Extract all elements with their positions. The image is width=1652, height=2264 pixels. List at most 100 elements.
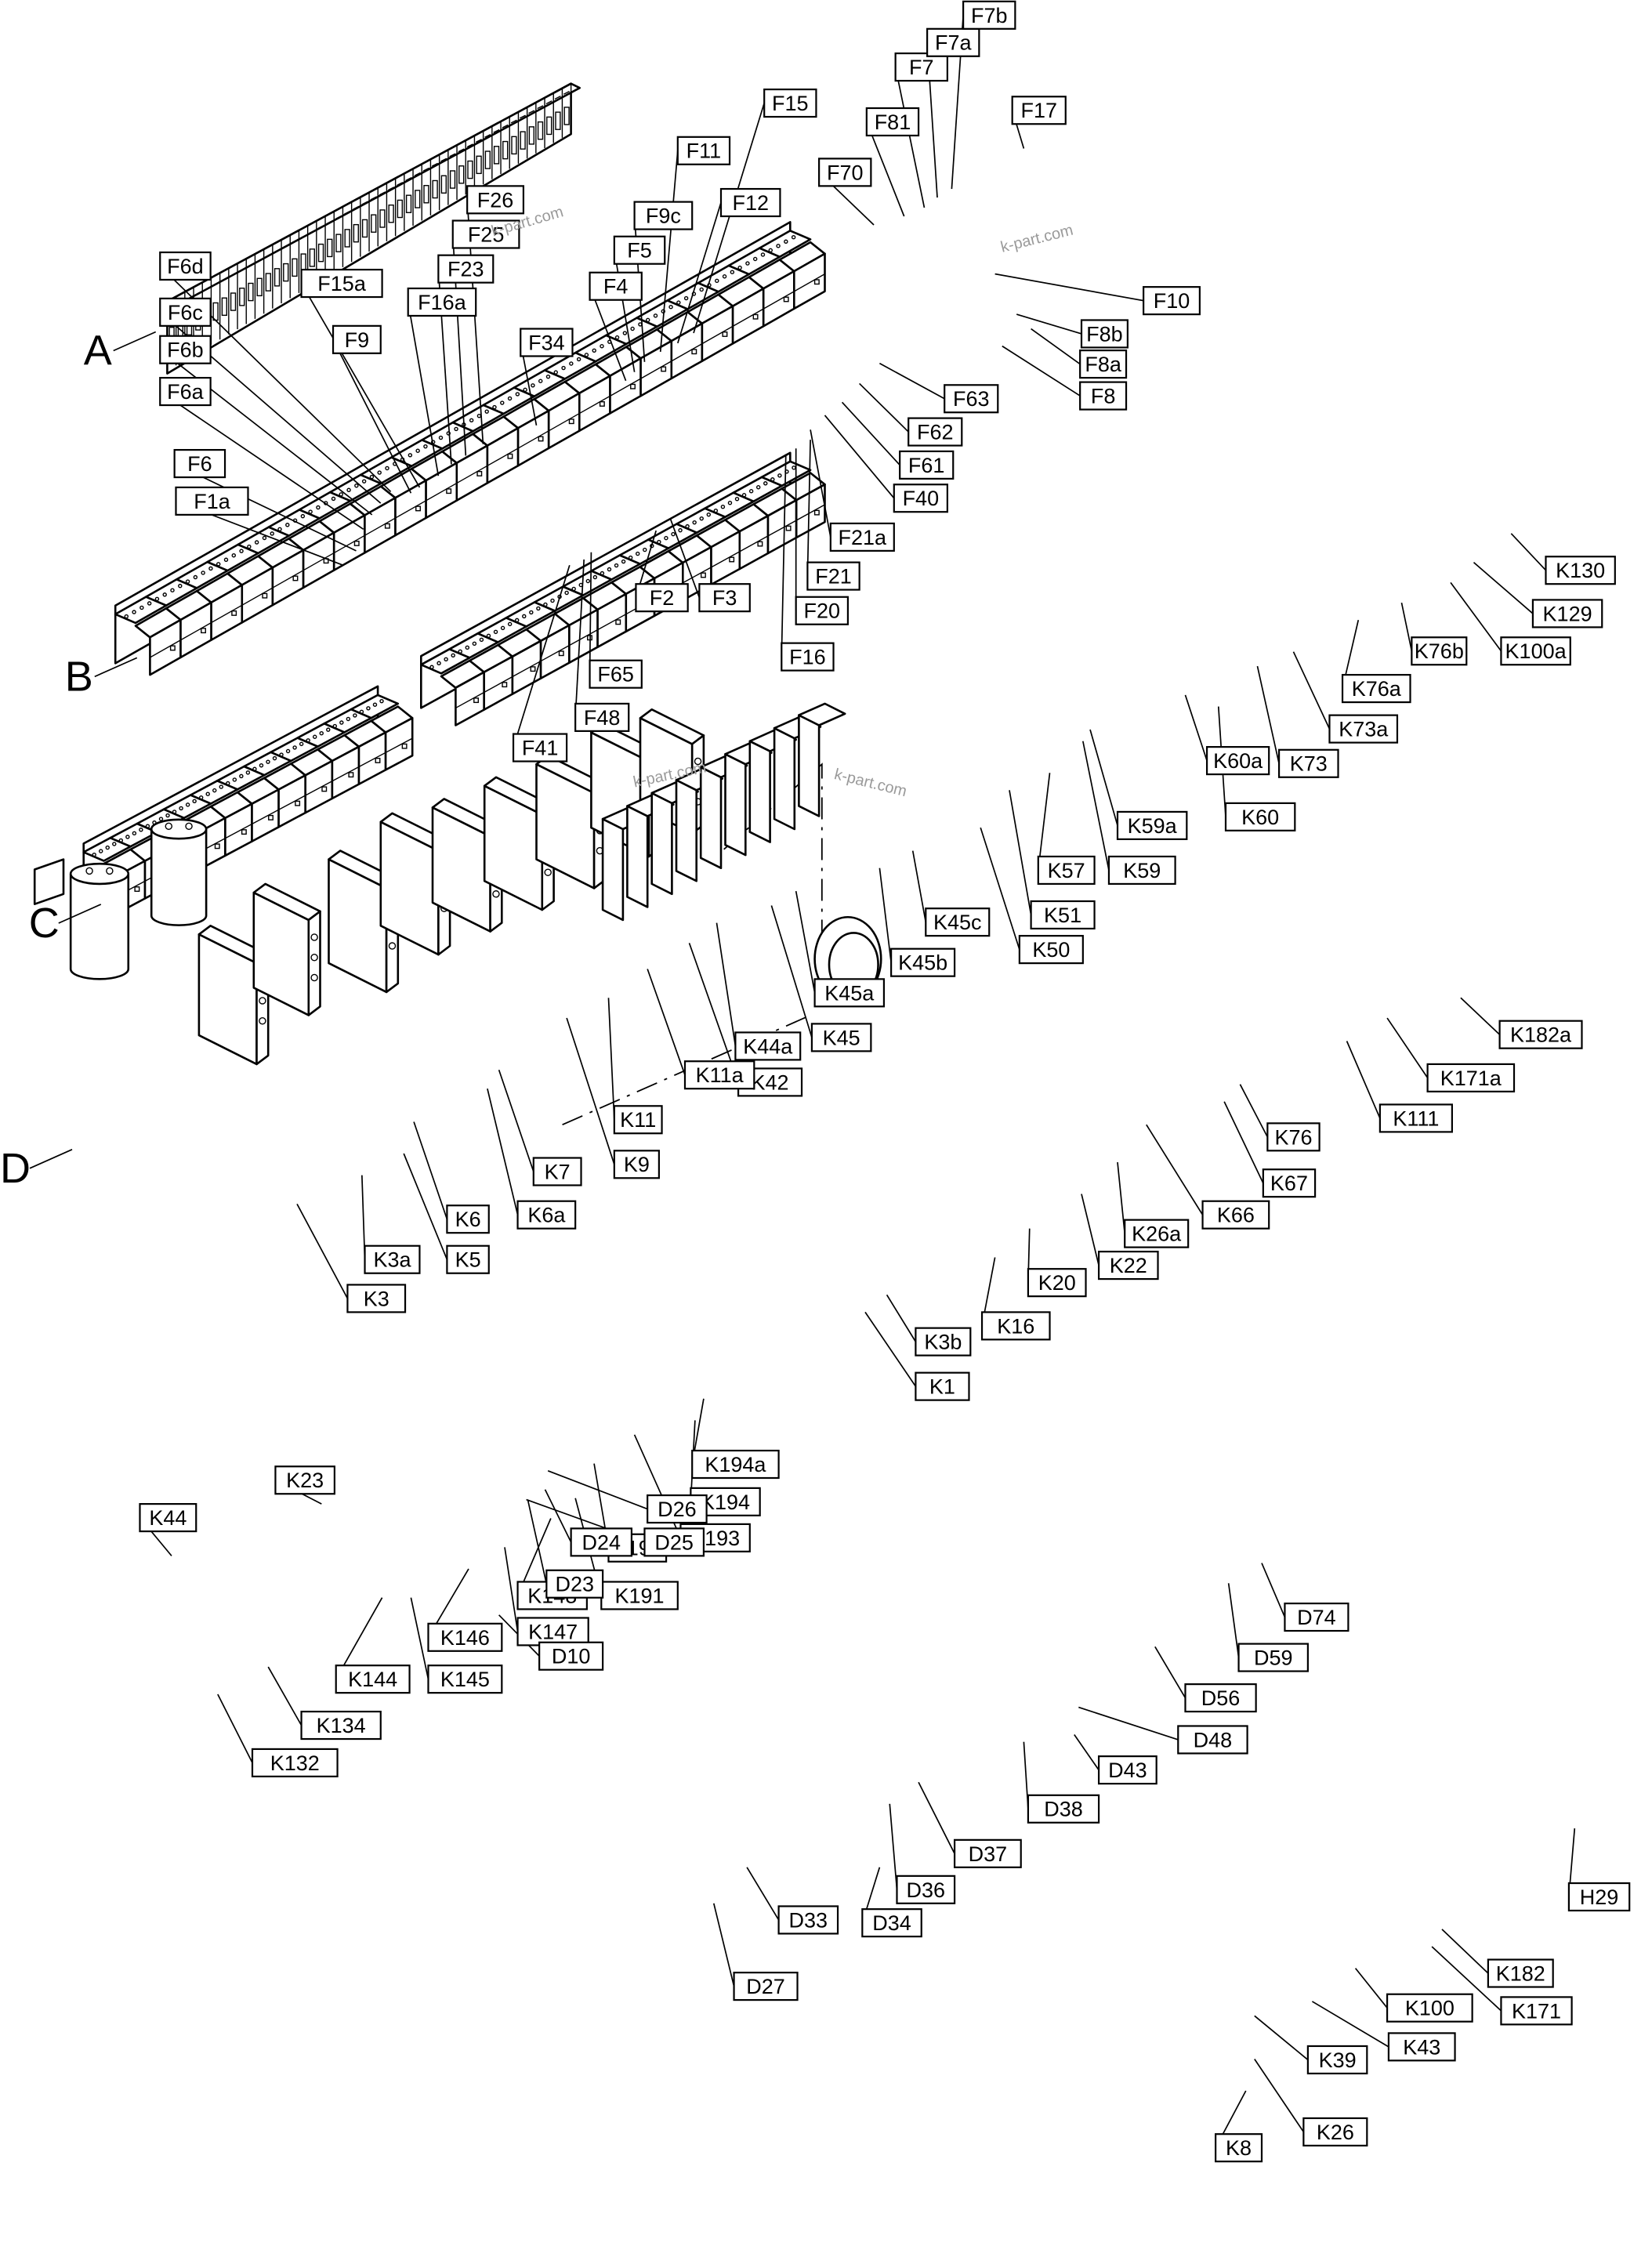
label-box-f9 [331, 324, 382, 354]
label-box-d26 [647, 1494, 708, 1524]
part-label-k45a: K45a [824, 981, 875, 1005]
label-box-k60 [1224, 802, 1296, 831]
leader-line-k182a [1460, 997, 1501, 1035]
group-letter-c: C [29, 900, 60, 947]
leader-line-k59a [1089, 729, 1118, 826]
part-label-f9: F9 [345, 328, 370, 352]
leader-line-k11a [647, 969, 686, 1076]
label-box-d38 [1027, 1794, 1100, 1824]
label-box-f20 [795, 596, 850, 625]
leader-line-k6 [413, 1121, 448, 1219]
part-label-k76a: K76a [1352, 677, 1402, 701]
part-label-k73: K73 [1290, 752, 1328, 776]
part-label-f8b: F8b [1086, 322, 1123, 346]
label-box-k145 [427, 1664, 503, 1694]
part-label-h29: H29 [1580, 1885, 1619, 1909]
part-label-k22: K22 [1110, 1254, 1147, 1277]
part-label-k44: K44 [149, 1506, 187, 1530]
part-label-k59: K59 [1123, 859, 1161, 882]
part-label-k129: K129 [1543, 602, 1592, 625]
label-box-k26 [1302, 2117, 1368, 2147]
leader-line-k6a [487, 1089, 519, 1215]
label-box-k3 [346, 1284, 407, 1313]
part-label-f12: F12 [732, 191, 769, 215]
leader-line-k145 [410, 1597, 429, 1679]
part-label-k76: K76 [1274, 1125, 1312, 1149]
part-label-k130: K130 [1556, 559, 1605, 582]
part-label-k76b: K76b [1415, 639, 1464, 663]
label-box-f16 [781, 642, 835, 672]
label-box-k45a [813, 978, 886, 1008]
leader-line-k42 [688, 943, 739, 1083]
leader-line-f15a [300, 283, 421, 488]
leader-line-k57 [1037, 773, 1051, 871]
part-label-d56: D56 [1201, 1686, 1241, 1710]
label-box-k45b [890, 947, 956, 977]
part-label-k20: K20 [1038, 1271, 1076, 1295]
leader-line-f8 [1002, 345, 1081, 397]
label-box-k111 [1378, 1103, 1453, 1133]
leader-line-k171a [1386, 1017, 1429, 1078]
label-box-f6d [159, 251, 212, 281]
leader-line-k3 [296, 1203, 349, 1299]
part-label-f15: F15 [772, 92, 809, 115]
leader-line-k3b [886, 1294, 917, 1342]
leader-line-k76 [1239, 1084, 1269, 1138]
part-label-d38: D38 [1044, 1798, 1083, 1821]
part-label-f3: F3 [712, 586, 737, 610]
label-box-k130 [1545, 556, 1616, 585]
label-box-k3b [915, 1327, 972, 1357]
part-label-f6: F6 [187, 452, 212, 476]
leader-line-f41 [513, 565, 571, 748]
part-label-f40: F40 [903, 487, 940, 510]
label-box-k76b [1411, 636, 1468, 666]
part-label-f7: F7 [909, 56, 934, 79]
label-box-k194a [691, 1449, 780, 1480]
label-box-k44a [734, 1031, 802, 1061]
part-label-k3a: K3a [373, 1248, 411, 1272]
part-label-k191: K191 [615, 1584, 665, 1607]
part-label-k146: K146 [440, 1626, 490, 1650]
part-label-k26a: K26a [1132, 1223, 1182, 1246]
label-box-k66 [1201, 1200, 1270, 1230]
part-label-k3b: K3b [924, 1331, 962, 1354]
part-label-f26: F26 [477, 188, 514, 212]
part-label-f23: F23 [447, 258, 484, 281]
part-label-f62: F62 [917, 421, 954, 444]
label-box-d24 [570, 1527, 633, 1557]
part-label-k8: K8 [1226, 2136, 1252, 2160]
leader-line-k22 [1081, 1194, 1100, 1266]
leader-line-f3 [669, 519, 701, 598]
part-label-d24: D24 [582, 1530, 621, 1554]
leader-line-k1 [864, 1311, 917, 1387]
label-box-f11 [676, 136, 731, 165]
leader-line-k45a [795, 890, 816, 993]
part-label-k39: K39 [1319, 2048, 1357, 2072]
leader-line-d56 [1154, 1646, 1186, 1699]
label-box-f17 [1011, 96, 1067, 125]
leader-line-d33 [746, 1867, 780, 1921]
part-label-f4: F4 [603, 275, 629, 299]
part-label-k182: K182 [1496, 1962, 1545, 1985]
leader-line-f81 [866, 121, 905, 217]
leader-line-k76b [1400, 602, 1413, 651]
part-label-f9c: F9c [646, 205, 681, 228]
label-box-f1a [175, 486, 249, 516]
label-box-f5 [613, 235, 666, 265]
part-label-k100: K100 [1405, 1997, 1455, 2020]
leader-line-k7 [498, 1070, 534, 1172]
part-label-k57: K57 [1048, 859, 1085, 882]
label-box-f34 [520, 328, 574, 357]
part-label-f7b: F7b [971, 4, 1008, 27]
leader-line-k100 [1354, 1968, 1388, 2009]
part-label-k73a: K73a [1339, 718, 1389, 741]
leader-line-k130 [1510, 533, 1547, 571]
part-label-f65: F65 [597, 663, 634, 686]
label-box-k39 [1306, 2045, 1368, 2075]
label-box-k60a [1205, 746, 1270, 776]
label-box-f12 [719, 187, 781, 218]
leader-line-k9 [566, 1017, 615, 1165]
label-box-f15a [300, 268, 383, 299]
leader-line-k45b [879, 868, 892, 963]
